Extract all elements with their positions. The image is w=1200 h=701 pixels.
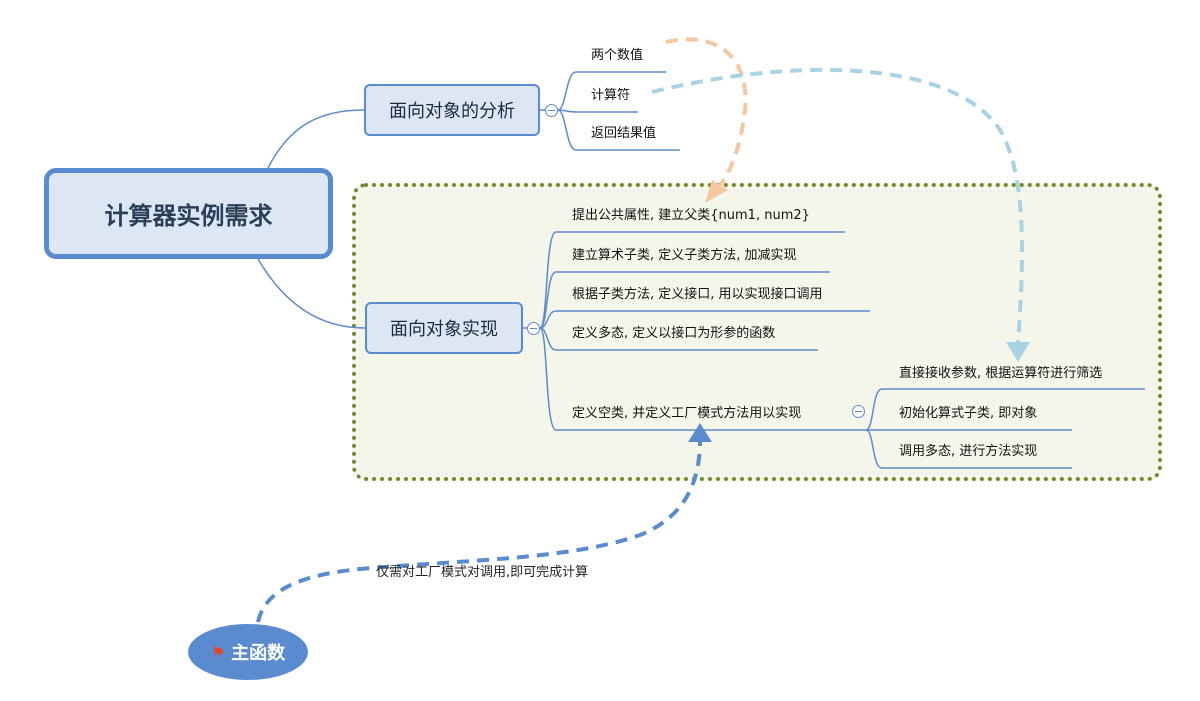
impl-item-arithmetic-subclass[interactable]: 建立算术子类, 定义子类方法, 加减实现 bbox=[572, 248, 797, 263]
branch-impl-5 bbox=[539, 327, 848, 431]
impl-item-parent-class[interactable]: 提出公共属性, 建立父类{num1, num2} bbox=[572, 208, 810, 223]
topic-object-oriented-analysis[interactable]: 面向对象的分析 bbox=[364, 84, 540, 136]
relationship-light-blue bbox=[651, 67, 1025, 346]
relationship-light-blue-arrowhead bbox=[1006, 342, 1030, 362]
collapse-implementation-button[interactable] bbox=[527, 322, 540, 335]
impl-item-factory[interactable]: 定义空类, 并定义工厂模式方法用以实现 bbox=[572, 406, 802, 421]
floating-topic-label: 主函数 bbox=[231, 643, 286, 664]
factory-item-polymorphism-call[interactable]: 调用多态, 进行方法实现 bbox=[899, 444, 1038, 459]
flag-icon: ⚑ bbox=[210, 642, 226, 662]
collapse-factory-button[interactable] bbox=[852, 405, 865, 418]
analysis-item-return-value[interactable]: 返回结果值 bbox=[591, 126, 657, 141]
topic-object-oriented-implementation[interactable]: 面向对象实现 bbox=[365, 302, 523, 354]
branch-central-analysis bbox=[267, 109, 365, 169]
branch-analysis-2 bbox=[557, 109, 638, 113]
floating-topic-main-function[interactable]: ⚑ 主函数 bbox=[188, 624, 308, 680]
branch-factory-3 bbox=[865, 429, 1072, 469]
central-topic[interactable]: 计算器实例需求 bbox=[44, 168, 333, 259]
branch-central-implementation bbox=[257, 258, 366, 329]
branch-impl-3 bbox=[539, 310, 870, 329]
relationship-orange bbox=[665, 37, 748, 194]
analysis-item-two-values[interactable]: 两个数值 bbox=[591, 48, 644, 63]
branch-analysis-3 bbox=[557, 109, 680, 151]
branch-impl-2 bbox=[539, 271, 830, 329]
factory-item-receive-params[interactable]: 直接接收参数, 根据运算符进行筛选 bbox=[899, 366, 1103, 381]
relationship-orange-arrowhead bbox=[705, 180, 728, 203]
relationship-label[interactable]: 仅需对工厂模式对调用,即可完成计算 bbox=[376, 565, 589, 580]
relationship-blue-arrowhead bbox=[688, 423, 712, 442]
analysis-item-operator[interactable]: 计算符 bbox=[591, 88, 631, 103]
branch-impl-4 bbox=[539, 327, 818, 351]
impl-item-interface[interactable]: 根据子类方法, 定义接口, 用以实现接口调用 bbox=[572, 287, 823, 302]
factory-item-init-subclass[interactable]: 初始化算式子类, 即对象 bbox=[899, 406, 1038, 421]
collapse-analysis-button[interactable] bbox=[545, 104, 558, 117]
impl-item-polymorphism[interactable]: 定义多态, 定义以接口为形参的函数 bbox=[572, 326, 776, 341]
relationship-blue bbox=[256, 439, 702, 623]
